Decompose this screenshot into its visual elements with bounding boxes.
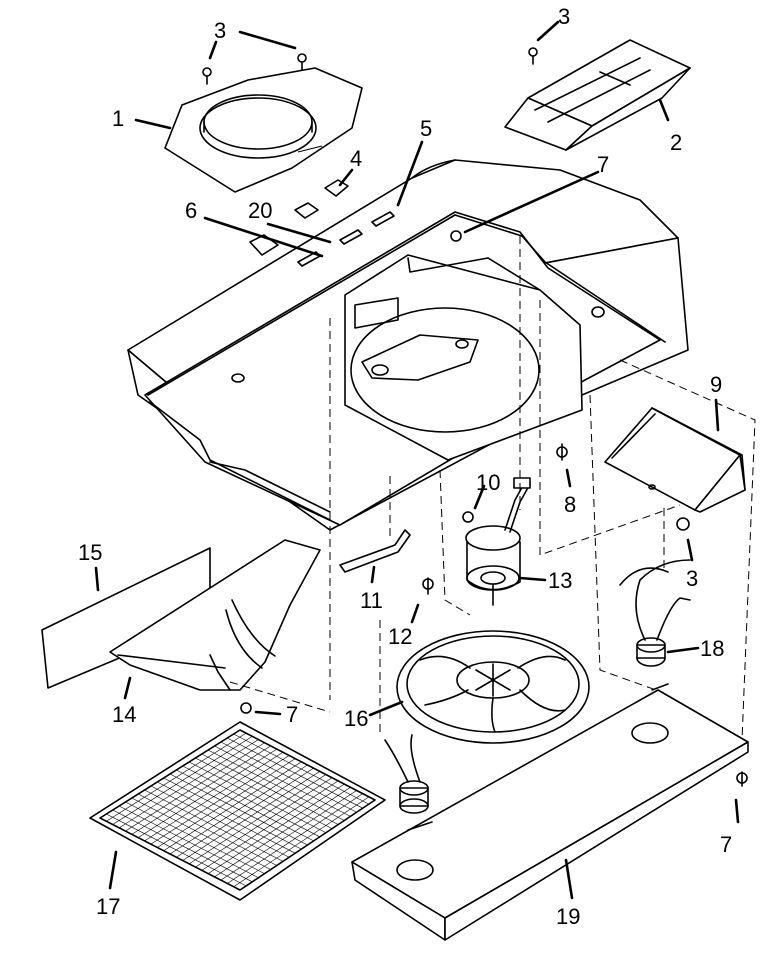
- filter-mesh-line: [227, 793, 363, 884]
- callout-5: 5: [420, 116, 432, 141]
- callout-3-top-left: 3: [214, 18, 226, 43]
- leader-lines: [94, 20, 740, 900]
- callout-12: 12: [388, 624, 412, 649]
- callout-18: 18: [700, 636, 724, 661]
- filter-mesh-line: [220, 741, 357, 813]
- callout-15: 15: [78, 540, 102, 565]
- part-9-cover: [604, 407, 746, 513]
- callout-3-lower-right: 3: [686, 566, 698, 591]
- callout-11: 11: [360, 588, 383, 613]
- filter-mesh-line: [201, 753, 339, 825]
- callout-7-top: 7: [597, 152, 609, 177]
- part-16-fan: [396, 630, 590, 744]
- filter-mesh-line: [182, 765, 320, 838]
- filter-mesh-line: [176, 769, 314, 842]
- filter-mesh-line: [201, 780, 339, 871]
- part-socket-left: [384, 734, 429, 814]
- callout-16: 16: [344, 706, 368, 731]
- part-19-light-panel: [351, 683, 749, 941]
- part-1-duct-plate: [164, 67, 363, 193]
- callout-2: 2: [670, 130, 682, 155]
- callout-13: 13: [548, 568, 572, 593]
- part-13-motor: [465, 477, 531, 606]
- filter-mesh-line: [208, 783, 345, 874]
- callout-8: 8: [564, 492, 576, 517]
- callout-7-bottom: 7: [720, 832, 732, 857]
- part-18-socket: [619, 559, 691, 667]
- hood-body: [127, 159, 689, 531]
- filter-mesh-line: [208, 749, 345, 821]
- screws: [202, 47, 748, 787]
- filter-mesh-line: [233, 733, 370, 805]
- callout-17: 17: [96, 894, 120, 919]
- filter-mesh-line: [176, 767, 314, 858]
- filter-mesh-line: [214, 787, 351, 878]
- callout-labels: 1 2 3 3 3 4 5 6 7 7 7 8 9 10 11 12 13 14…: [78, 4, 732, 929]
- filter-mesh-line: [169, 764, 308, 855]
- callout-9: 9: [710, 372, 722, 397]
- filter-mesh-line: [233, 796, 370, 887]
- part-17-filter: [89, 721, 386, 901]
- filter-mesh-line: [195, 777, 333, 868]
- callout-4: 4: [350, 146, 362, 171]
- filter-mesh-line: [188, 761, 327, 833]
- callout-20: 20: [248, 198, 272, 223]
- alignment-lines: [229, 236, 756, 741]
- filter-mesh-line: [182, 771, 320, 861]
- part-2-bracket: [504, 39, 691, 151]
- callout-7-middle: 7: [286, 702, 298, 727]
- callout-19: 19: [556, 904, 580, 929]
- callout-3-top-right: 3: [558, 4, 570, 29]
- part-11-clip: [339, 529, 411, 573]
- part-14-scoop: [109, 539, 321, 691]
- filter-mesh-line: [188, 774, 327, 865]
- filter-mesh-line: [220, 790, 357, 881]
- callout-1: 1: [112, 106, 124, 131]
- callout-10: 10: [476, 470, 500, 495]
- filter-mesh-line: [195, 757, 333, 829]
- callout-14: 14: [112, 702, 136, 727]
- callout-6: 6: [185, 198, 197, 223]
- filter-mesh-line: [227, 737, 363, 809]
- filter-mesh-line: [214, 745, 351, 817]
